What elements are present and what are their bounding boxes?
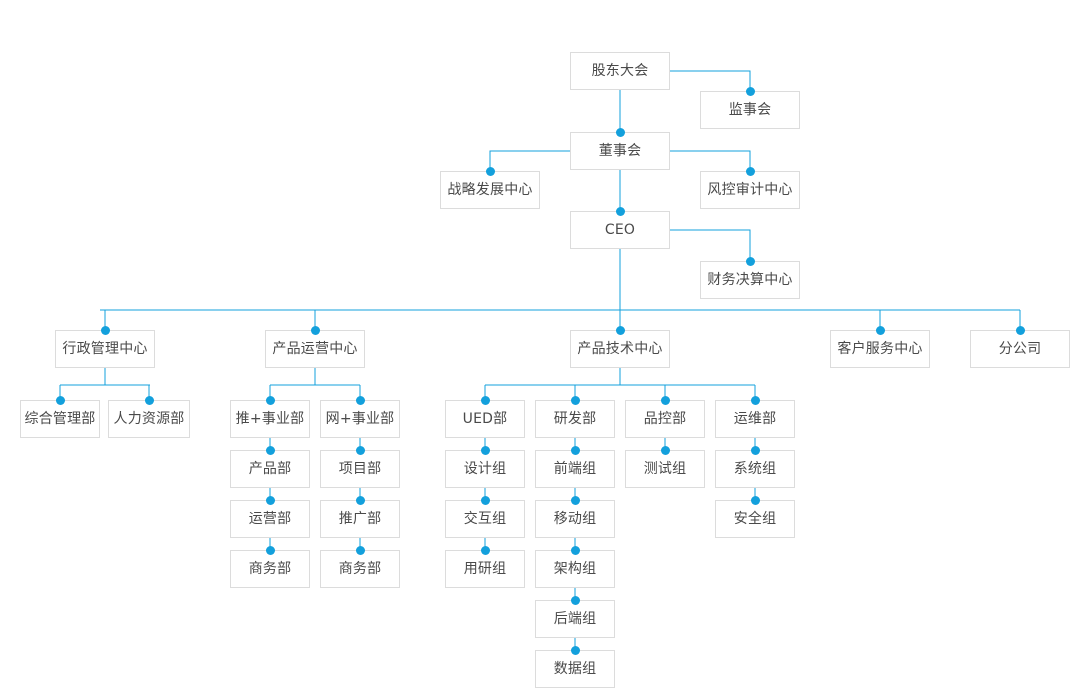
org-node-label: 商务部	[248, 561, 292, 577]
org-node-label: 用研组	[463, 561, 507, 577]
org-node-n27[interactable]: 研发部	[535, 400, 615, 438]
org-node-n29[interactable]: 移动组	[535, 500, 615, 538]
org-node-label: 推广部	[338, 511, 382, 527]
org-node-label: 股东大会	[591, 63, 649, 79]
org-node-n33[interactable]: 品控部	[625, 400, 705, 438]
connector-path	[670, 150, 751, 171]
org-node-n20[interactable]: 项目部	[320, 450, 400, 488]
org-node-n2[interactable]: 监事会	[700, 91, 800, 129]
org-node-label: 监事会	[728, 102, 772, 118]
org-node-label: 客户服务中心	[837, 341, 923, 357]
org-node-n25[interactable]: 交互组	[445, 500, 525, 538]
org-node-n22[interactable]: 商务部	[320, 550, 400, 588]
org-node-n24[interactable]: 设计组	[445, 450, 525, 488]
org-node-label: 产品部	[248, 461, 292, 477]
org-node-label: 网+事业部	[325, 411, 395, 427]
org-node-n12[interactable]: 分公司	[970, 330, 1070, 368]
org-node-label: 架构组	[553, 561, 597, 577]
org-node-label: 董事会	[598, 143, 642, 159]
org-node-n11[interactable]: 客户服务中心	[830, 330, 930, 368]
org-node-label: 推+事业部	[235, 411, 305, 427]
org-node-n32[interactable]: 数据组	[535, 650, 615, 688]
org-node-n13[interactable]: 综合管理部	[20, 400, 100, 438]
org-node-n36[interactable]: 系统组	[715, 450, 795, 488]
org-node-label: 运维部	[733, 411, 777, 427]
org-node-n6[interactable]: CEO	[570, 211, 670, 249]
org-node-label: 数据组	[553, 661, 597, 677]
org-node-n23[interactable]: UED部	[445, 400, 525, 438]
org-node-label: 人力资源部	[113, 411, 185, 427]
org-node-n9[interactable]: 产品运营中心	[265, 330, 365, 368]
org-node-n34[interactable]: 测试组	[625, 450, 705, 488]
org-node-n8[interactable]: 行政管理中心	[55, 330, 155, 368]
org-node-label: 后端组	[553, 611, 597, 627]
org-node-n10[interactable]: 产品技术中心	[570, 330, 670, 368]
org-node-label: 商务部	[338, 561, 382, 577]
org-node-label: CEO	[604, 222, 636, 238]
org-node-label: 品控部	[643, 411, 687, 427]
org-node-n18[interactable]: 商务部	[230, 550, 310, 588]
connector-path	[484, 368, 756, 400]
org-node-label: 系统组	[733, 461, 777, 477]
connector-path	[59, 368, 150, 400]
org-node-label: 运营部	[248, 511, 292, 527]
connector-path	[670, 70, 751, 91]
org-node-n7[interactable]: 财务决算中心	[700, 261, 800, 299]
org-node-n16[interactable]: 产品部	[230, 450, 310, 488]
org-node-n17[interactable]: 运营部	[230, 500, 310, 538]
org-node-n14[interactable]: 人力资源部	[108, 400, 190, 438]
org-node-label: 综合管理部	[24, 411, 96, 427]
org-node-label: 战略发展中心	[447, 182, 533, 198]
org-node-n19[interactable]: 网+事业部	[320, 400, 400, 438]
org-node-n5[interactable]: 风控审计中心	[700, 171, 800, 209]
org-node-n3[interactable]: 董事会	[570, 132, 670, 170]
org-node-label: 测试组	[643, 461, 687, 477]
org-node-n35[interactable]: 运维部	[715, 400, 795, 438]
org-node-n15[interactable]: 推+事业部	[230, 400, 310, 438]
org-node-n28[interactable]: 前端组	[535, 450, 615, 488]
org-node-label: 产品技术中心	[577, 341, 663, 357]
org-node-label: 风控审计中心	[707, 182, 793, 198]
org-node-n26[interactable]: 用研组	[445, 550, 525, 588]
org-node-n21[interactable]: 推广部	[320, 500, 400, 538]
org-node-label: 行政管理中心	[62, 341, 148, 357]
org-node-n30[interactable]: 架构组	[535, 550, 615, 588]
org-node-label: 交互组	[463, 511, 507, 527]
org-node-label: 安全组	[733, 511, 777, 527]
org-node-label: 财务决算中心	[707, 272, 793, 288]
org-node-label: 研发部	[553, 411, 597, 427]
connector-path	[489, 150, 570, 171]
org-node-label: 项目部	[338, 461, 382, 477]
connector-path	[670, 229, 751, 261]
org-node-n37[interactable]: 安全组	[715, 500, 795, 538]
org-node-n1[interactable]: 股东大会	[570, 52, 670, 90]
org-node-label: UED部	[462, 411, 508, 427]
org-node-n31[interactable]: 后端组	[535, 600, 615, 638]
org-node-label: 移动组	[553, 511, 597, 527]
connector-path	[269, 368, 361, 400]
org-node-n4[interactable]: 战略发展中心	[440, 171, 540, 209]
org-node-label: 设计组	[463, 461, 507, 477]
org-node-label: 分公司	[998, 341, 1042, 357]
org-node-label: 产品运营中心	[272, 341, 358, 357]
org-node-label: 前端组	[553, 461, 597, 477]
